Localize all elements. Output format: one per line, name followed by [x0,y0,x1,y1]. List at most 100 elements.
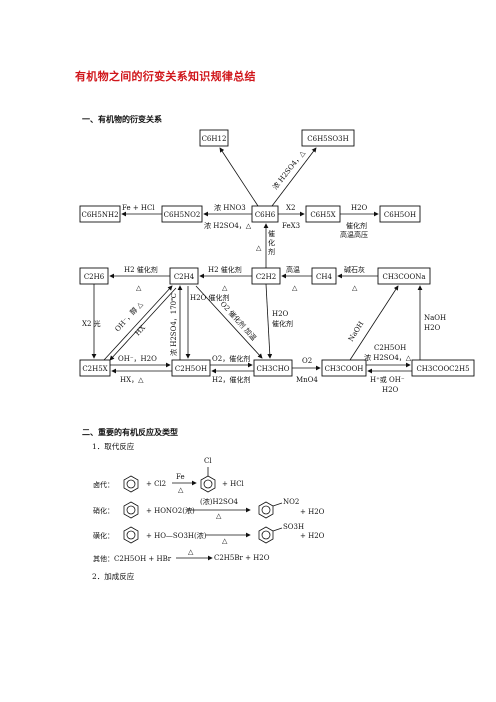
reaction-other-prod: C2H5Br + H2O [214,554,270,562]
label-h2-cat-2: H2 催化剂 [208,265,242,274]
arrow-ethene-acetaldehyde [195,285,263,359]
reaction-sulf-sub: SO3H [283,523,305,531]
label-fe-hcl: Fe + HCl [122,204,155,212]
label-cat-v3: 剂 [268,247,275,256]
svg-text:CH3COONa: CH3COONa [382,273,425,281]
box-ch3cooh: CH3COOH [321,359,367,377]
svg-text:C6H5NO2: C6H5NO2 [164,211,201,219]
svg-text:CH3CHO: CH3CHO [256,365,289,373]
label-h2o-cat2: H2O [272,310,289,318]
label-o2: O2 [302,357,312,365]
reaction-nitro-cond: (浓)H2SO4 [200,498,239,506]
box-ch3cho: CH3CHO [253,359,293,377]
box-c6h5so3h: C6H5SO3H [301,129,355,147]
svg-text:CH3COOC2H5: CH3COOC2H5 [416,365,469,373]
label-h2-cat-b: H2，催化剂 [212,375,251,384]
svg-text:CH3COOH: CH3COOH [325,365,364,373]
reaction-sulf-prod: + H2O [300,532,325,540]
label-soda-lime: 碱石灰 [344,265,365,274]
reaction-halo-sub: Cl [204,457,212,465]
box-ch3coona: CH3COONa [377,267,431,285]
subheading-substitution: 1．取代反应 [92,442,135,451]
label-c2h5oh-ester: C2H5OH [374,344,406,352]
label-h2o-cat: H2O 催化剂 [190,293,230,302]
reaction-halo-prod: + HCl [222,480,244,488]
label-x2: X2 [286,204,295,212]
box-c6h5oh: C6H5OH [379,205,421,223]
label-delta-3: △ [292,284,298,292]
svg-text:C6H5X: C6H5X [310,211,335,219]
box-c2h5x: C2H5X [79,359,111,377]
box-ch4: CH4 [311,267,337,285]
box-c6h5nh2: C6H5NH2 [79,205,121,223]
label-catalyst-hp: 催化剂 [346,221,367,230]
box-c2h4: C2H4 [169,267,199,285]
label-x2-light: X2 光 [82,319,101,328]
reaction-sulf-delta: △ [222,537,228,545]
reaction-sulf-plus: + HO—SO3H(浓) [146,532,207,540]
label-hx-heat: HX，△ [120,376,144,384]
svg-text:CH4: CH4 [316,273,332,281]
reaction-other: 其他：C2H5OH + HBr [93,555,172,563]
label-delta-v: △ [256,244,262,252]
reaction-nitro-label: 硝化： [93,507,114,515]
label-delta-4: △ [352,284,358,292]
svg-text:C6H12: C6H12 [202,135,227,143]
box-ch3cooc2h5: CH3COOC2H5 [411,359,475,377]
label-o2-cat-b: O2，催化剂 [212,354,250,363]
label-high-temp: 高温 [286,265,300,274]
reaction-halo-label: 卤代： [93,481,114,489]
label-oh-h2o: OH⁻，H2O [118,355,157,363]
label-h2-cat-1: H2 催化剂 [124,265,158,274]
label-h2o-ester: H2O [382,386,399,394]
svg-text:C6H5OH: C6H5OH [384,211,416,219]
reaction-sulf-label: 磺化： [93,532,114,540]
arrow-ethylhalide-ethene [103,285,173,361]
section-heading-1: 一、有机物的衍变关系 [82,115,162,124]
arrow-acetylene-acetaldehyde [265,283,273,359]
label-h2o-top: H2O [351,204,368,212]
reaction-nitro-plus: + HONO2(浓) [146,507,195,515]
reaction-nitro-sub: NO2 [283,498,300,506]
svg-text:C6H5NH2: C6H5NH2 [81,211,118,219]
section-heading-2: 二、重要的有机反应及类型 [82,428,178,437]
label-h-or-oh: H⁺或 OH⁻ [370,375,405,384]
reaction-nitro-prod: + H2O [300,508,325,516]
svg-text:C2H2: C2H2 [256,273,276,281]
reaction-arrows [172,480,251,561]
label-h2o-r: H2O [424,324,441,332]
label-h2so4-170: 浓 H2SO4，170℃ [169,293,178,356]
benzene-rings [123,467,283,544]
arrow-c6h6-c6h12 [219,147,259,207]
label-cat-v2: 化 [268,238,275,247]
svg-text:C2H5OH: C2H5OH [175,365,207,373]
label-h2so4-conc: 浓 H2SO4，△ [270,148,307,191]
subheading-addition: 2．加成反应 [92,572,135,581]
arrow-ethene-ethylhalide [109,287,177,361]
svg-text:C6H5SO3H: C6H5SO3H [307,135,348,143]
label-high-tp: 高温高压 [340,230,368,239]
box-c2h6: C2H6 [79,267,109,285]
label-delta-2: △ [222,284,228,292]
reaction-nitro-delta: △ [216,512,222,520]
arrow-c6h6-c6h5so3h [271,147,317,207]
label-h2so4-ester: 浓 H2SO4，△ [364,353,412,362]
svg-text:C2H4: C2H4 [174,273,195,281]
label-cat2: 催化剂 [272,319,293,328]
label-hno3: 浓 HNO3 [214,203,246,212]
svg-text:C2H6: C2H6 [84,273,105,281]
reaction-halo-plus: + Cl2 [146,480,167,488]
reaction-other-delta: △ [188,548,194,556]
box-c6h5no2: C6H5NO2 [161,205,203,223]
arrow-acid-acetate [349,285,399,361]
svg-text:C6H6: C6H6 [255,211,276,219]
box-c6h12: C6H12 [199,129,229,147]
label-delta-1: △ [136,284,142,292]
label-h2so4-heat: 浓 H2SO4，△ [204,221,252,230]
label-naoh-r: NaOH [424,314,446,322]
label-mno4: MnO4 [296,376,318,384]
label-cat-v1: 催 [268,229,275,238]
label-fex3: FeX3 [282,222,300,230]
box-c2h5oh: C2H5OH [171,359,211,377]
